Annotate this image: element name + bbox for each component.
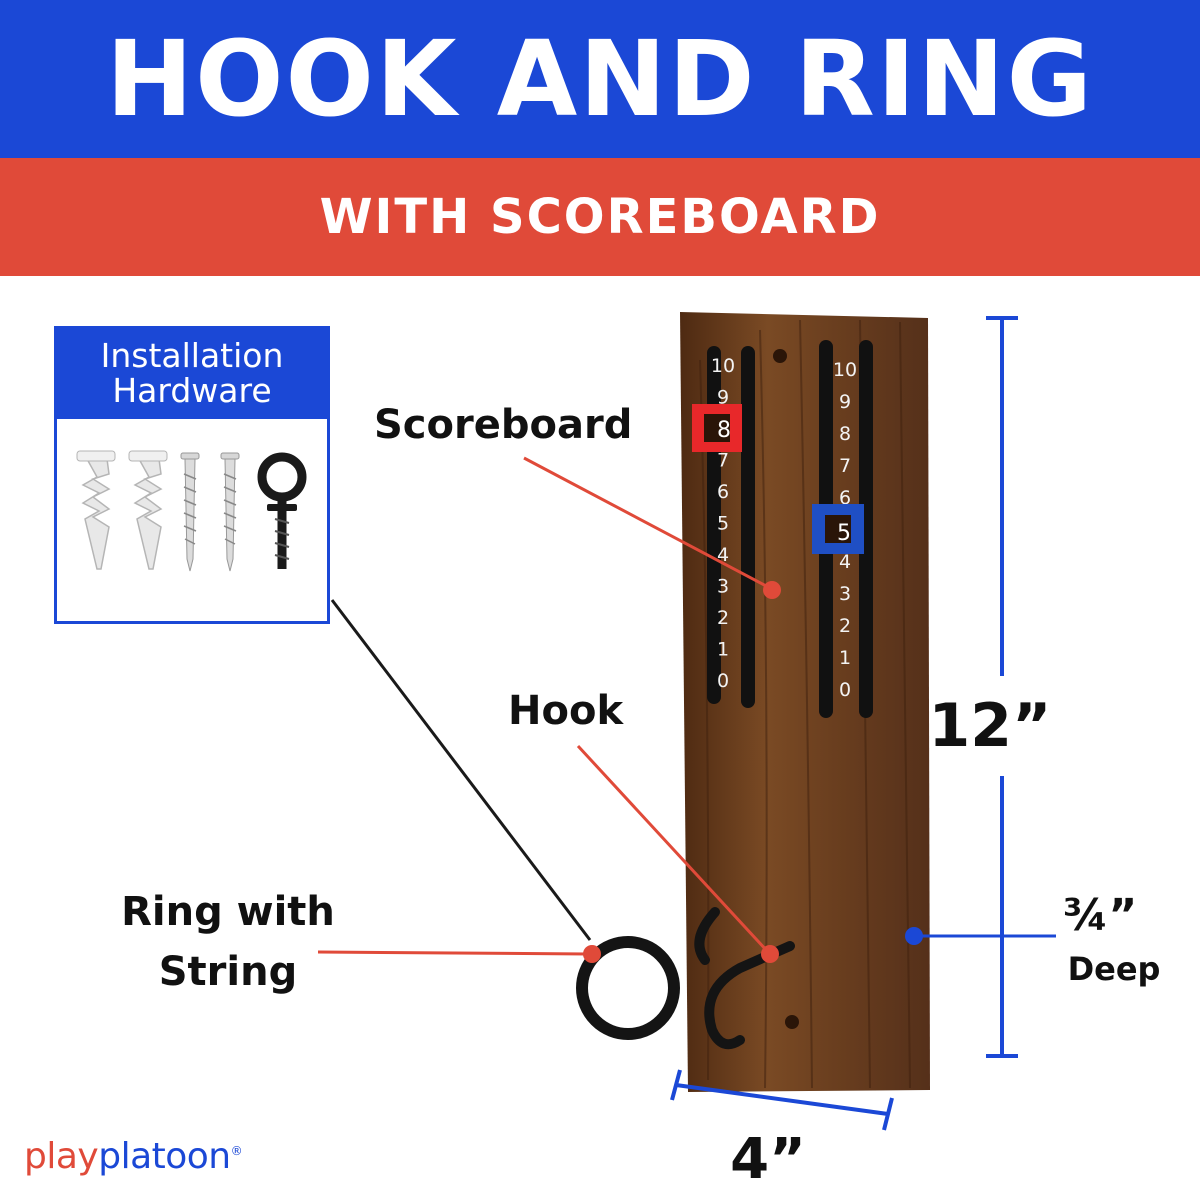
score-slot-right-b	[859, 340, 873, 718]
score-number: 2	[839, 615, 851, 637]
page-title: HOOK AND RING	[106, 18, 1094, 140]
height-dimension: 12”	[929, 316, 1052, 1058]
logo-text-play: play	[24, 1136, 99, 1177]
score-number: 1	[717, 639, 729, 661]
page-subtitle: WITH SCOREBOARD	[319, 189, 881, 245]
mounting-hole	[773, 349, 787, 363]
scoreboard-label: Scoreboard	[374, 402, 633, 448]
score-number: 10	[711, 355, 735, 377]
eye-hook-icon	[257, 452, 307, 569]
hardware-title-line2: Hardware	[112, 371, 272, 410]
blue-marker-value: 5	[837, 521, 851, 546]
score-number: 3	[839, 583, 851, 605]
ring-icon	[576, 936, 680, 1040]
wooden-board	[680, 312, 930, 1092]
score-number: 6	[717, 481, 729, 503]
score-number: 0	[717, 670, 729, 692]
score-number: 9	[717, 387, 729, 409]
score-number: 0	[839, 679, 851, 701]
screw-icon	[220, 452, 240, 572]
width-dimension: 4”	[670, 1069, 894, 1192]
blue-score-marker: 5	[812, 504, 864, 554]
score-number: 5	[717, 513, 729, 535]
hardware-title-line1: Installation	[100, 336, 284, 376]
score-number: 6	[839, 487, 851, 509]
wall-anchor-icon	[76, 450, 116, 570]
score-slot-right-a	[819, 340, 833, 718]
scoreboard-leader	[523, 456, 781, 599]
depth-value: ¾”	[1063, 890, 1137, 941]
red-marker-value: 8	[717, 418, 731, 443]
screw-icon	[180, 452, 200, 572]
score-number: 4	[717, 544, 729, 566]
depth-dimension: ¾” Deep	[905, 890, 1160, 988]
score-number: 8	[839, 423, 851, 445]
ring-string	[330, 599, 592, 941]
score-number: 3	[717, 576, 729, 598]
score-slot-left-b	[741, 346, 755, 708]
score-number: 9	[839, 391, 851, 413]
wall-anchor-icon	[128, 450, 168, 570]
hardware-heading: Installation Hardware	[57, 329, 327, 419]
ring-label-line2: String	[158, 949, 298, 995]
hardware-items	[76, 450, 307, 572]
score-number: 7	[839, 455, 851, 477]
logo-text-platoon: platoon	[98, 1136, 231, 1177]
title-banner: HOOK AND RING	[0, 0, 1200, 158]
height-value: 12”	[929, 691, 1052, 761]
installation-hardware-box: Installation Hardware	[54, 326, 330, 624]
ring-leader	[317, 945, 601, 963]
mounting-hole	[785, 1015, 799, 1029]
hook-label: Hook	[508, 688, 624, 734]
score-number: 1	[839, 647, 851, 669]
score-number: 7	[717, 450, 729, 472]
score-number: 10	[833, 359, 857, 381]
brand-logo: playplatoon®	[24, 1136, 243, 1177]
red-score-marker: 8	[692, 404, 742, 452]
hook-leader	[576, 744, 779, 963]
ring-with-string-label: Ring with String	[118, 882, 338, 1002]
ring-label-line1: Ring with	[121, 889, 335, 935]
width-value: 4”	[730, 1127, 806, 1192]
depth-label: Deep	[1068, 950, 1161, 988]
subtitle-banner: WITH SCOREBOARD	[0, 158, 1200, 276]
score-slot-left-a	[707, 346, 721, 704]
hook-icon	[694, 907, 795, 1050]
score-number: 4	[839, 551, 851, 573]
score-number: 2	[717, 607, 729, 629]
logo-registered-mark: ®	[230, 1144, 243, 1158]
